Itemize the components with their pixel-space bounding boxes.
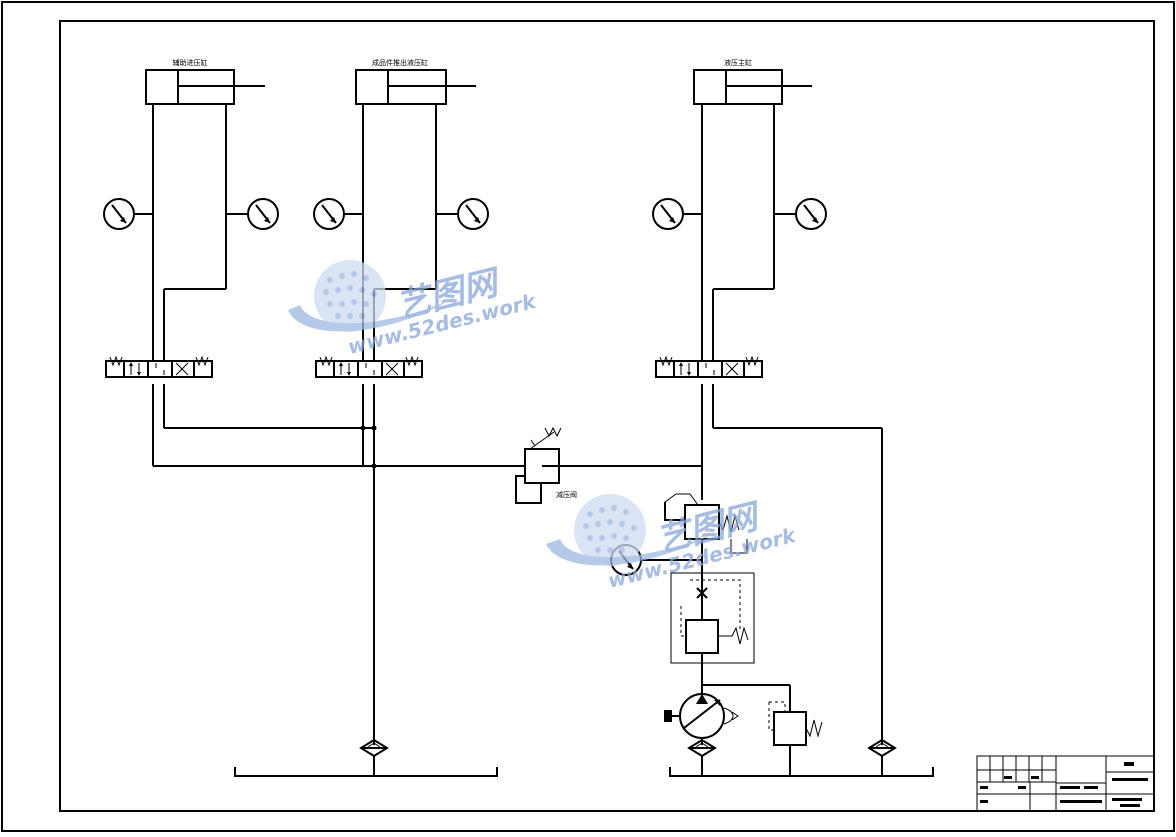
tank-left — [360, 739, 388, 757]
pressure-gauge-2a — [313, 198, 345, 230]
pressure-gauge-2b — [457, 198, 489, 230]
pressure-gauge-3a — [652, 198, 684, 230]
relief-valve-pump — [768, 701, 823, 746]
circuit-1-lines — [134, 104, 374, 466]
circuit-2-lines — [344, 104, 458, 745]
cylinder-3-label: 液压主缸 — [724, 58, 752, 67]
reservoir-left — [234, 767, 498, 777]
directional-valve-1 — [105, 356, 213, 378]
watermark-2: 艺图网 www.52des.work — [546, 494, 799, 593]
pressure-gauge-1a — [103, 198, 135, 230]
cylinder-1-label: 辅助进压缸 — [173, 58, 208, 67]
pressure-gauge-3b — [795, 198, 827, 230]
pressure-gauge-1b — [247, 198, 279, 230]
drawing-frame — [59, 20, 1155, 812]
relief-valve-main — [664, 493, 748, 554]
cylinder-2-label: 成品件推出液压缸 — [372, 58, 428, 67]
watermark-1: 艺图网 www.52des.work — [288, 260, 539, 359]
directional-valve-2 — [315, 356, 423, 378]
directional-valve-3 — [655, 356, 763, 378]
reservoir-right — [669, 767, 934, 777]
circuit-3-lines — [683, 104, 883, 745]
sequence-valve-assembly — [670, 572, 755, 664]
cylinder-3: 液压主缸 — [693, 58, 812, 105]
title-block — [976, 755, 1155, 812]
cylinder-2: 成品件推出液压缸 — [355, 58, 476, 105]
tank-right — [868, 739, 896, 757]
reducing-valve-label: 减压阀 — [556, 490, 577, 499]
variable-pump — [664, 693, 739, 739]
pressure-reducing-valve: 减压阀 — [515, 426, 577, 504]
tank-pump — [688, 739, 716, 757]
cylinder-1: 辅助进压缸 — [145, 58, 265, 105]
